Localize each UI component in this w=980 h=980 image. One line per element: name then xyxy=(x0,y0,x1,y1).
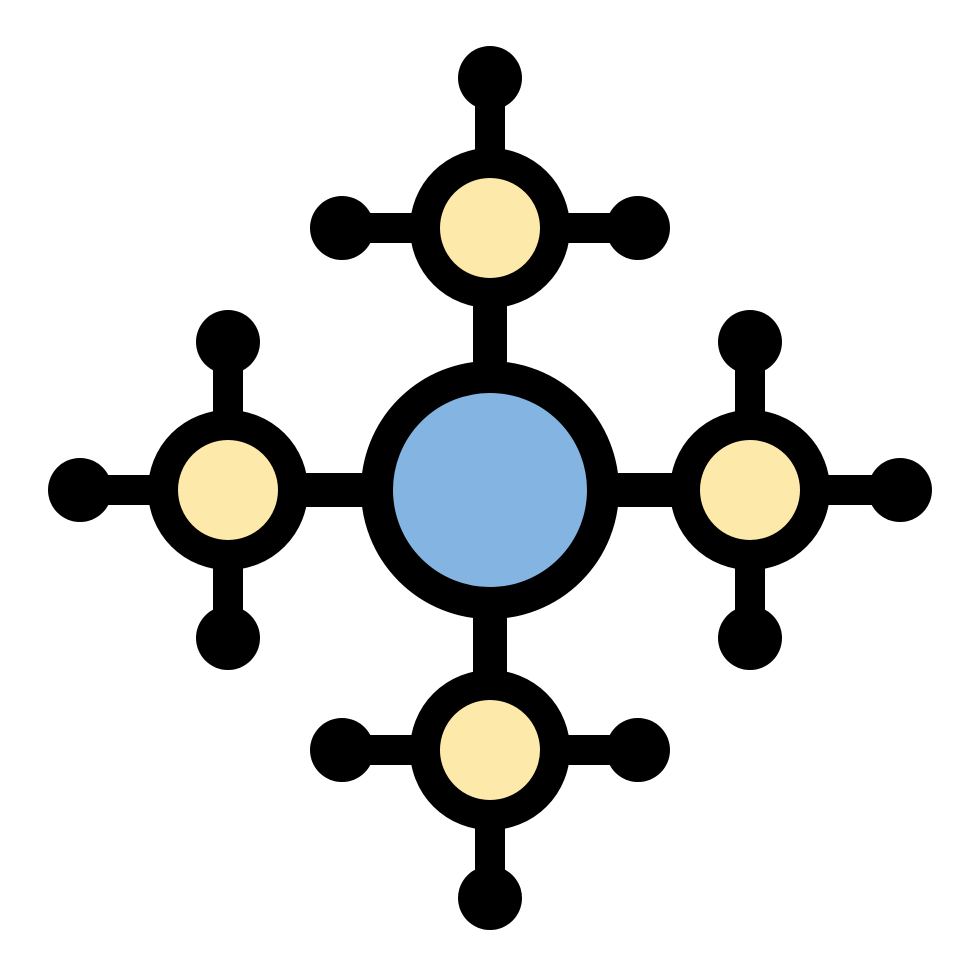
satellite-node-left xyxy=(148,410,308,570)
satellite-node-top xyxy=(410,148,570,308)
terminal-dot xyxy=(718,310,782,374)
terminal-dot xyxy=(310,196,374,260)
central-hub-node xyxy=(361,361,619,619)
satellite-node-bottom xyxy=(410,670,570,830)
satellite-node-right xyxy=(670,410,830,570)
terminal-dot xyxy=(606,718,670,782)
terminal-dots xyxy=(48,46,932,930)
terminal-dot xyxy=(196,606,260,670)
terminal-dot xyxy=(606,196,670,260)
terminal-dot xyxy=(868,458,932,522)
terminal-dot xyxy=(718,606,782,670)
terminal-dot xyxy=(458,46,522,110)
terminal-dot xyxy=(310,718,374,782)
terminal-dot xyxy=(458,866,522,930)
satellite-nodes xyxy=(148,148,830,830)
terminal-dot xyxy=(196,310,260,374)
terminal-dot xyxy=(48,458,112,522)
